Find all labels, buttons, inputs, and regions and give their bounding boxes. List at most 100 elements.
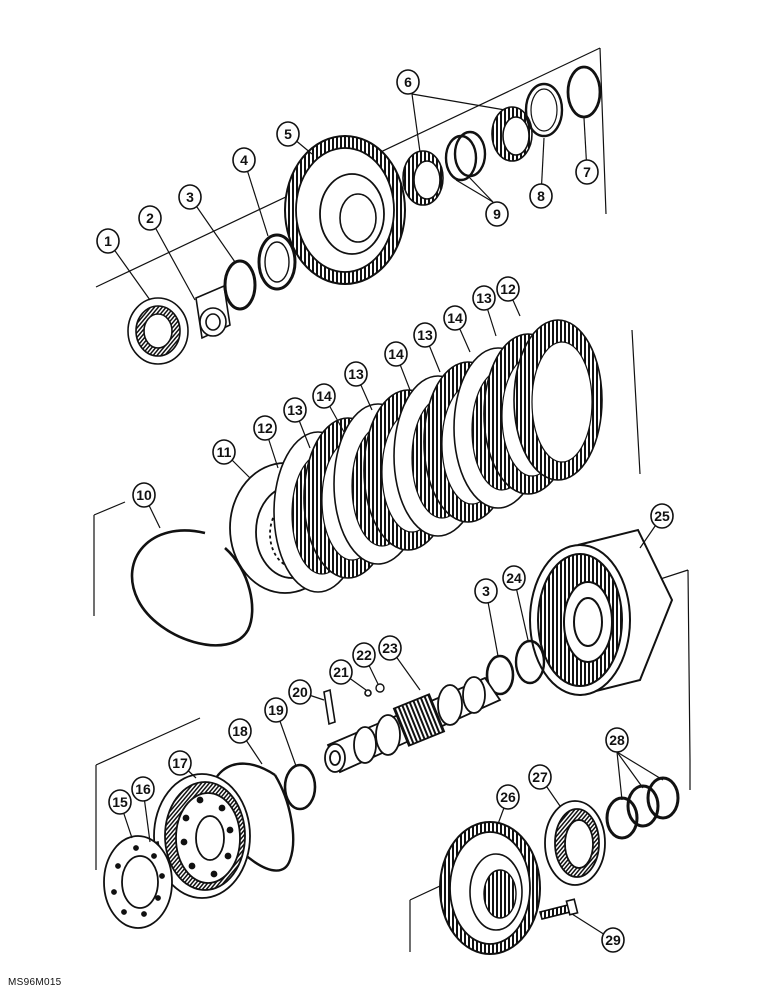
- callout-number: 17: [172, 755, 188, 771]
- callout-number: 26: [500, 789, 516, 805]
- assembly-planes: [93, 47, 691, 952]
- callout-number: 4: [240, 152, 248, 168]
- part-20-dowel: [323, 688, 336, 726]
- callout-c27: 27: [528, 764, 552, 790]
- callout-balloon: [228, 718, 252, 744]
- leader-6-1: [411, 93, 506, 111]
- part-19-seal-ring: [283, 763, 317, 811]
- callout-c6: 6: [396, 69, 420, 95]
- callout-c2: 2: [138, 205, 162, 231]
- callout-number: 18: [232, 723, 248, 739]
- callout-balloon: [396, 69, 420, 95]
- callout-c17: 17: [168, 750, 192, 776]
- callout-c26: 26: [496, 784, 520, 810]
- callout-number: 13: [417, 327, 433, 343]
- callout-balloon: [276, 121, 300, 147]
- callout-balloon: [352, 642, 376, 668]
- callout-c12b: 12: [496, 276, 520, 302]
- callout-balloon: [264, 697, 288, 723]
- callout-number: 16: [135, 781, 151, 797]
- callout-c28: 28: [605, 727, 629, 753]
- callout-balloon: [138, 205, 162, 231]
- clutch-plate-bore-8: [531, 341, 593, 463]
- callout-balloon: [413, 322, 437, 348]
- callout-balloon: [650, 503, 674, 529]
- callout-number: 20: [292, 684, 308, 700]
- callout-number: 22: [356, 647, 372, 663]
- callout-c13d: 13: [472, 285, 496, 311]
- callout-number: 2: [146, 210, 154, 226]
- part-5-drive-gear: [284, 135, 406, 285]
- part-6-clutch-hub: [402, 106, 533, 206]
- callout-balloon: [529, 183, 553, 209]
- callout-number: 24: [506, 570, 522, 586]
- callout-c21: 21: [329, 659, 353, 685]
- callout-balloon: [132, 482, 156, 508]
- part-27-bearing: [544, 800, 606, 886]
- callout-balloon: [232, 147, 256, 173]
- callout-number: 14: [316, 388, 332, 404]
- part-1-bearing: [127, 297, 189, 365]
- callout-number: 9: [493, 206, 501, 222]
- callout-balloon: [96, 228, 120, 254]
- part-10-retaining-ring: [130, 529, 254, 647]
- part-17-piston-housing: [153, 773, 251, 899]
- callout-number: 19: [268, 702, 284, 718]
- callout-c16: 16: [131, 776, 155, 802]
- callout-c13c: 13: [413, 322, 437, 348]
- callout-number: 3: [186, 189, 194, 205]
- callout-number: 21: [333, 664, 349, 680]
- callout-c14b: 14: [384, 341, 408, 367]
- callout-c22: 22: [352, 642, 376, 668]
- callout-c23: 23: [378, 635, 402, 661]
- callout-balloon: [108, 789, 132, 815]
- part-9-seal-rings: [444, 130, 487, 182]
- callout-number: 10: [136, 487, 152, 503]
- callout-balloon: [253, 415, 277, 441]
- leader-28-2: [616, 751, 664, 781]
- callout-c8: 8: [529, 183, 553, 209]
- leader-c2: [149, 217, 196, 301]
- callout-c12a: 12: [253, 415, 277, 441]
- callout-c7: 7: [575, 159, 599, 185]
- callout-balloon: [344, 361, 368, 387]
- callout-number: 12: [257, 420, 273, 436]
- callout-number: 5: [284, 126, 292, 142]
- callout-number: 13: [348, 366, 364, 382]
- part-8-ring: [524, 82, 564, 138]
- callout-c14c: 14: [443, 305, 467, 331]
- clutch-plate-stack: [273, 319, 603, 593]
- callout-balloon: [329, 659, 353, 685]
- part-29-bolt: [539, 898, 579, 920]
- callout-number: 14: [388, 346, 404, 362]
- callout-c25: 25: [650, 503, 674, 529]
- callout-number: 11: [217, 444, 232, 460]
- leader-9-0: [455, 179, 494, 203]
- leader-c3a: [189, 196, 236, 263]
- callout-balloon: [605, 727, 629, 753]
- callout-c5: 5: [276, 121, 300, 147]
- callout-number: 28: [609, 732, 625, 748]
- callout-number: 1: [104, 233, 112, 249]
- leader-28-0: [616, 751, 623, 801]
- callout-balloon: [502, 565, 526, 591]
- callout-c13b: 13: [344, 361, 368, 387]
- callout-c3a: 3: [178, 184, 202, 210]
- callout-c1: 1: [96, 228, 120, 254]
- callout-c18: 18: [228, 718, 252, 744]
- callout-balloon: [496, 784, 520, 810]
- callout-balloon: [474, 578, 498, 604]
- callout-number: 3: [482, 583, 490, 599]
- callout-c20: 20: [288, 679, 312, 705]
- callout-balloon: [485, 201, 509, 227]
- callout-c15: 15: [108, 789, 132, 815]
- callout-number: 12: [500, 281, 516, 297]
- callout-number: 14: [447, 310, 463, 326]
- part-22-ball: [375, 683, 385, 693]
- leader-9-1: [467, 175, 494, 203]
- part-3-snap-ring-top: [223, 259, 257, 311]
- callout-balloon: [312, 383, 336, 409]
- callout-balloon: [378, 635, 402, 661]
- callout-balloon: [528, 764, 552, 790]
